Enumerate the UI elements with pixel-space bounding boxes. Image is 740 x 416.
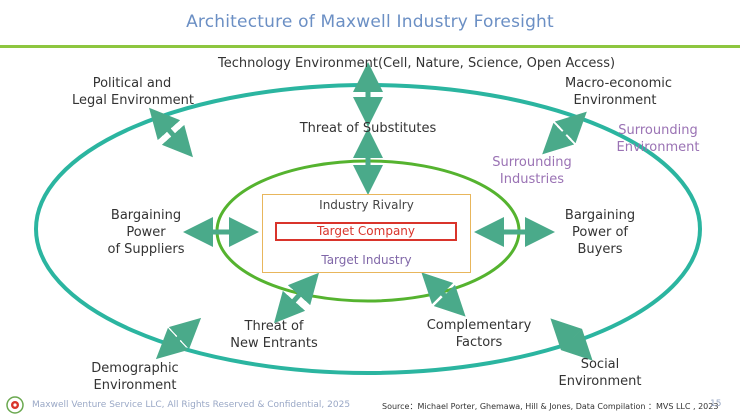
page-title: Architecture of Maxwell Industry Foresig… bbox=[186, 12, 554, 32]
label-surrounding-env-line1: Surrounding bbox=[618, 123, 698, 138]
footer-source: Source：Michael Porter, Ghemawa, Hill & J… bbox=[382, 402, 719, 411]
label-macro-line2: Environment bbox=[573, 93, 657, 108]
label-demographic-line1: Demographic bbox=[91, 361, 179, 376]
label-buyers-line2: Power of bbox=[572, 225, 628, 240]
label-social-line2: Environment bbox=[558, 374, 642, 389]
target-industry-label: Target Industry bbox=[321, 253, 412, 267]
label-buyers-line1: Bargaining bbox=[564, 208, 636, 223]
label-threat-of-new-entrants: Threat of New Entrants bbox=[224, 318, 324, 352]
label-surrounding-ind-line1: Surrounding bbox=[492, 155, 572, 170]
arrow-political bbox=[149, 107, 193, 158]
label-new-entrants-line1: Threat of bbox=[244, 319, 304, 334]
label-macro-line1: Macro-economic bbox=[565, 76, 672, 91]
label-technology-environment: Technology Environment(Cell, Nature, Sci… bbox=[218, 56, 616, 71]
label-macro-environment: Macro-economic Environment bbox=[565, 75, 672, 109]
label-suppliers-line2: Power bbox=[126, 225, 166, 240]
label-bargaining-power-buyers: Bargaining Power of Buyers bbox=[550, 207, 650, 258]
arrow-demographic bbox=[155, 317, 202, 360]
footer-copyright: Maxwell Venture Service LLC, All Rights … bbox=[32, 400, 351, 410]
label-political-environment: Political and Legal Environment bbox=[72, 75, 194, 109]
label-bargaining-power-suppliers: Bargaining Power of Suppliers bbox=[96, 207, 196, 258]
industry-box bbox=[262, 194, 471, 273]
arrow-new-entrants bbox=[274, 272, 319, 324]
label-complementary-factors: Complementary Factors bbox=[416, 317, 542, 351]
label-political-line2: Legal Environment bbox=[72, 93, 194, 108]
label-demographic-line2: Environment bbox=[93, 378, 177, 393]
label-surrounding-industries: Surrounding Industries bbox=[482, 154, 582, 188]
label-demographic-environment: Demographic Environment bbox=[82, 360, 188, 394]
page-number: 15 bbox=[710, 399, 722, 409]
label-new-entrants-line2: New Entrants bbox=[230, 336, 318, 351]
label-suppliers-line3: of Suppliers bbox=[107, 242, 185, 257]
label-buyers-line3: Buyers bbox=[577, 242, 623, 257]
label-surrounding-ind-line2: Industries bbox=[499, 172, 565, 187]
label-surrounding-env-line2: Environment bbox=[616, 140, 700, 155]
arrow-social bbox=[550, 318, 593, 361]
target-company-box: Target Company bbox=[275, 222, 457, 241]
company-logo-icon bbox=[6, 396, 24, 414]
label-surrounding-environment: Surrounding Environment bbox=[608, 122, 708, 156]
label-threat-of-substitutes: Threat of Substitutes bbox=[299, 121, 437, 136]
label-social-environment: Social Environment bbox=[550, 356, 650, 390]
label-complementary-line1: Complementary bbox=[426, 318, 532, 333]
label-suppliers-line1: Bargaining bbox=[110, 208, 182, 223]
title-divider bbox=[0, 45, 740, 48]
arrow-macro bbox=[542, 111, 587, 155]
label-complementary-line2: Factors bbox=[455, 335, 503, 350]
label-social-line1: Social bbox=[580, 357, 620, 372]
arrow-complementary bbox=[421, 272, 466, 317]
label-political-line1: Political and bbox=[92, 76, 172, 91]
industry-rivalry-label: Industry Rivalry bbox=[319, 198, 414, 212]
